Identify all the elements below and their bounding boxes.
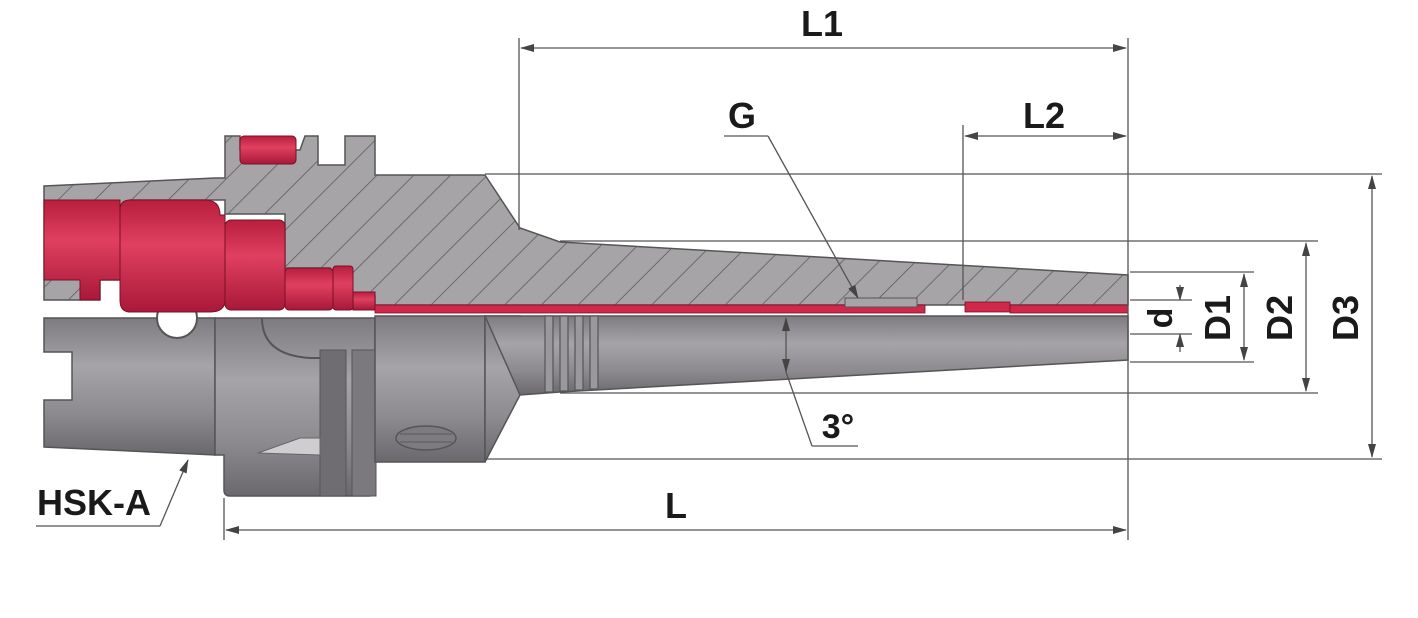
label-D3: D3 <box>1325 295 1366 341</box>
label-angle: 3° <box>822 408 855 446</box>
label-L2: L2 <box>1023 95 1065 136</box>
label-D1: D1 <box>1197 295 1238 341</box>
label-d: d <box>1142 308 1180 329</box>
label-L: L <box>665 485 687 526</box>
dimension-lines <box>36 38 1382 540</box>
label-D2: D2 <box>1259 295 1300 341</box>
label-L1: L1 <box>801 3 843 44</box>
red-internal-parts <box>43 135 1129 314</box>
holder-external-view <box>43 297 1129 497</box>
label-G: G <box>728 95 756 136</box>
label-hsk-a: HSK-A <box>37 482 151 523</box>
